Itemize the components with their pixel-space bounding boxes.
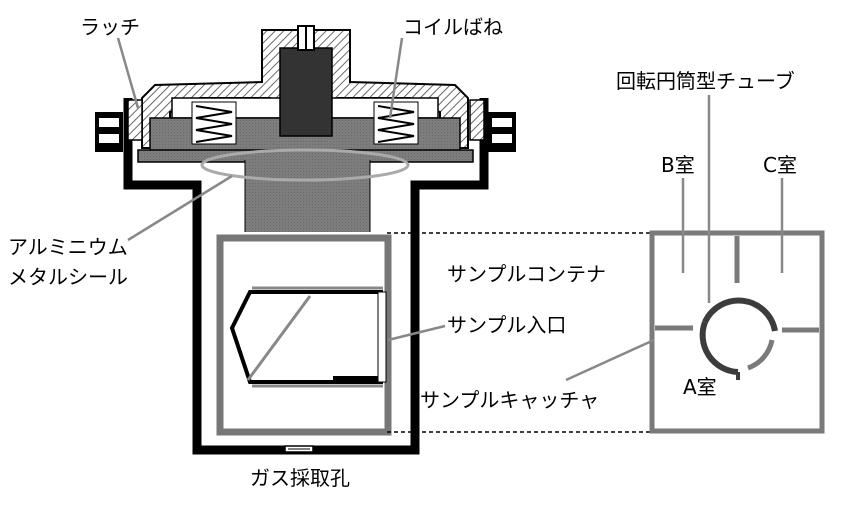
label-chamber-c: C室 <box>763 153 797 177</box>
label-coil-spring: コイルばね <box>403 15 503 39</box>
label-sample-container: サンプルコンテナ <box>447 262 606 286</box>
tube-cross-section <box>649 230 825 434</box>
label-chamber-b: B室 <box>661 153 695 177</box>
label-sample-inlet: サンプル入口 <box>447 313 567 337</box>
leader-lines <box>116 37 784 382</box>
piston <box>137 25 474 232</box>
label-latch: ラッチ <box>80 15 140 39</box>
latch-bolt-left <box>95 112 123 152</box>
projection-lines <box>387 232 652 433</box>
label-sample-catcher: サンプルキャッチャ <box>420 388 600 412</box>
latch-bolt-right <box>488 112 516 152</box>
label-aluminum-seal-1: アルミニウム <box>8 235 128 259</box>
coil-spring-left <box>191 101 237 145</box>
label-gas-port: ガス採取孔 <box>250 466 350 490</box>
sample-container <box>216 234 392 436</box>
aluminum-seal-ring <box>200 148 410 182</box>
vessel-body <box>123 98 489 455</box>
coil-spring-right <box>373 101 419 145</box>
sample-catcher <box>229 286 387 388</box>
label-aluminum-seal-2: メタルシール <box>8 265 128 289</box>
label-rotating-tube: 回転円筒型チューブ <box>616 69 795 93</box>
label-chamber-a: A室 <box>683 375 717 399</box>
